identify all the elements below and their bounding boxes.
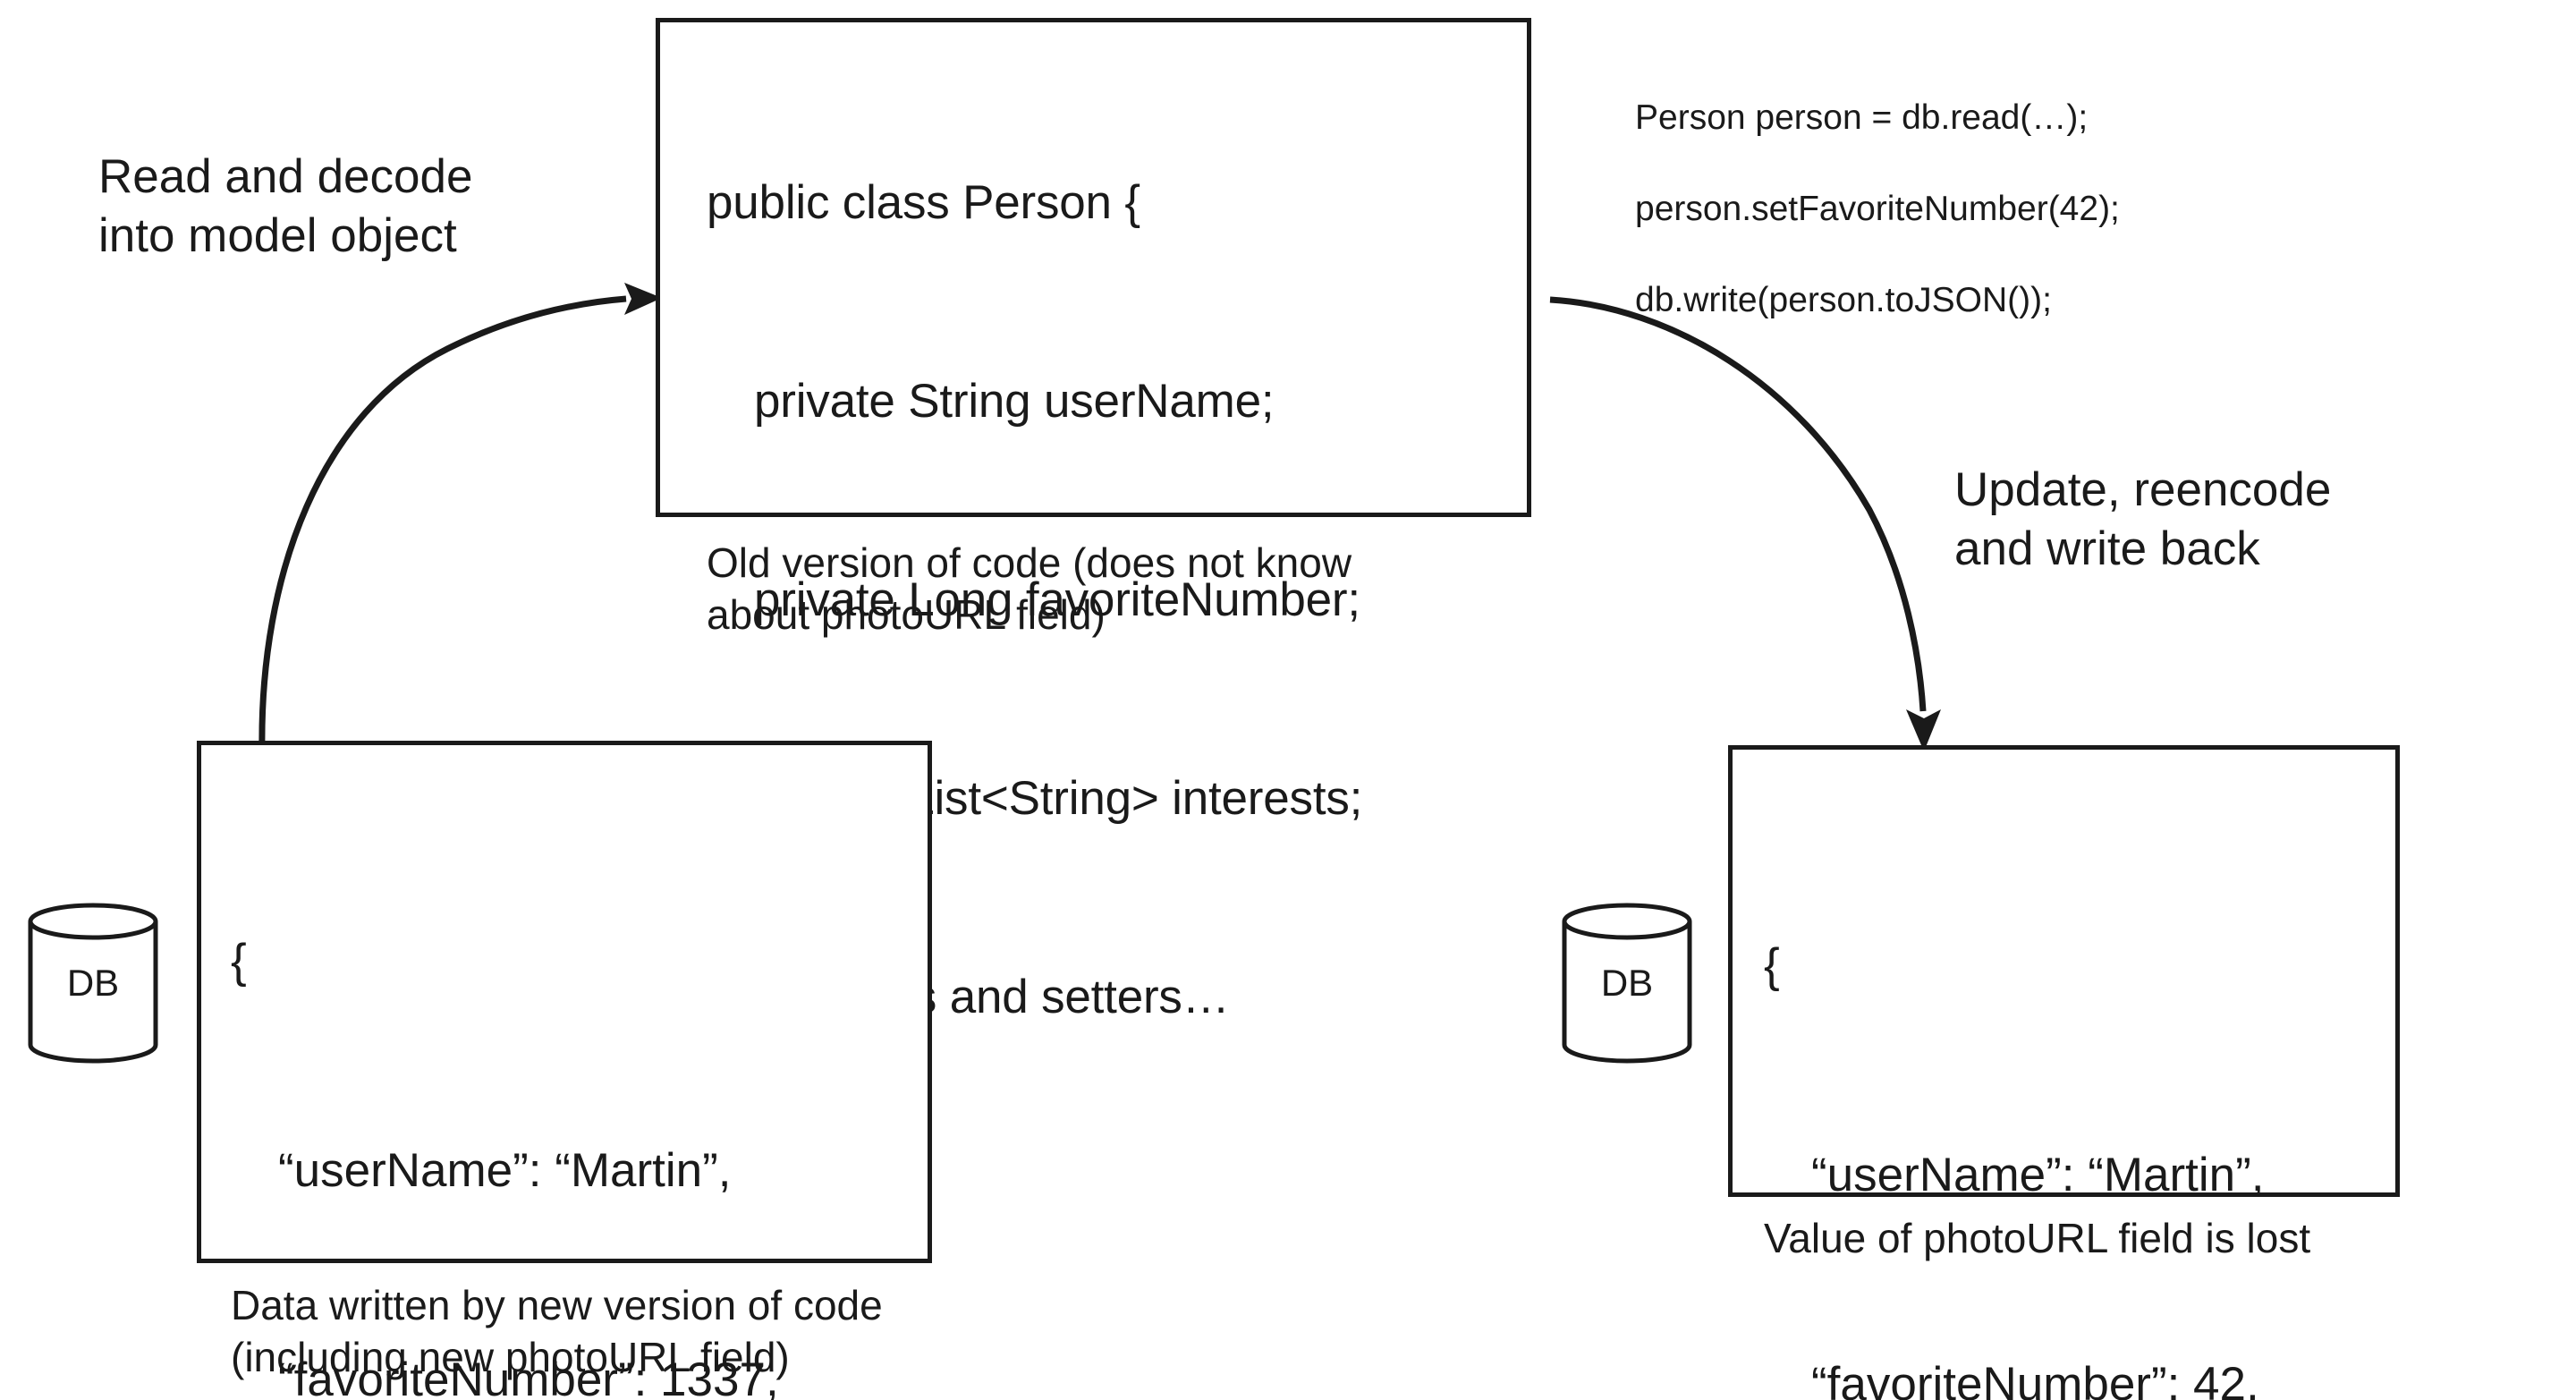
old-json-document-caption: Data written by new version of code (inc…: [231, 1282, 883, 1380]
right-json-line-2: “favoriteNumber”: 42,: [1811, 1358, 2259, 1400]
database-cylinder-icon-right: DB: [1562, 903, 1692, 1064]
read-and-decode-label: Read and decode into model object: [98, 150, 473, 262]
class-code-line-2: private Long favoriteNumber;: [754, 573, 1360, 626]
snippet-line-1: person.setFavoriteNumber(42);: [1635, 190, 2120, 228]
database-cylinder-icon-left: DB: [28, 903, 158, 1064]
update-reencode-label: Update, reencode and write back: [1954, 463, 2332, 575]
db-label-right: DB: [1601, 962, 1653, 1004]
left-json-line-0: {: [231, 935, 247, 988]
person-class-box: [656, 18, 1531, 517]
db-update-code-snippet: Person person = db.read(…); person.setFa…: [1635, 49, 2120, 369]
db-label-left: DB: [67, 962, 119, 1004]
old-json-document-code: { “userName”: “Martin”, “favoriteNumber”…: [231, 787, 779, 1400]
old-json-document-box: [197, 741, 932, 1263]
new-json-document-code: { “userName”: “Martin”, “favoriteNumber”…: [1764, 792, 2269, 1400]
person-class-caption: Old version of code (does not know about…: [707, 539, 1352, 638]
class-code-line-1: private String userName;: [754, 375, 1275, 428]
new-json-document-caption: Value of photoURL field is lost: [1764, 1215, 2311, 1261]
left-json-line-1: “userName”: “Martin”,: [278, 1144, 732, 1197]
curved-arrow-read-icon: [258, 283, 662, 752]
class-code-line-0: public class Person {: [707, 176, 1140, 229]
snippet-line-2: db.write(person.toJSON());: [1635, 281, 2052, 319]
left-json-line-2: “favoriteNumber”: 1337,: [278, 1353, 779, 1400]
right-json-line-1: “userName”: “Martin”,: [1811, 1149, 2265, 1201]
right-json-line-0: {: [1764, 939, 1780, 992]
new-json-document-box: [1728, 745, 2400, 1197]
snippet-line-0: Person person = db.read(…);: [1635, 98, 2089, 137]
